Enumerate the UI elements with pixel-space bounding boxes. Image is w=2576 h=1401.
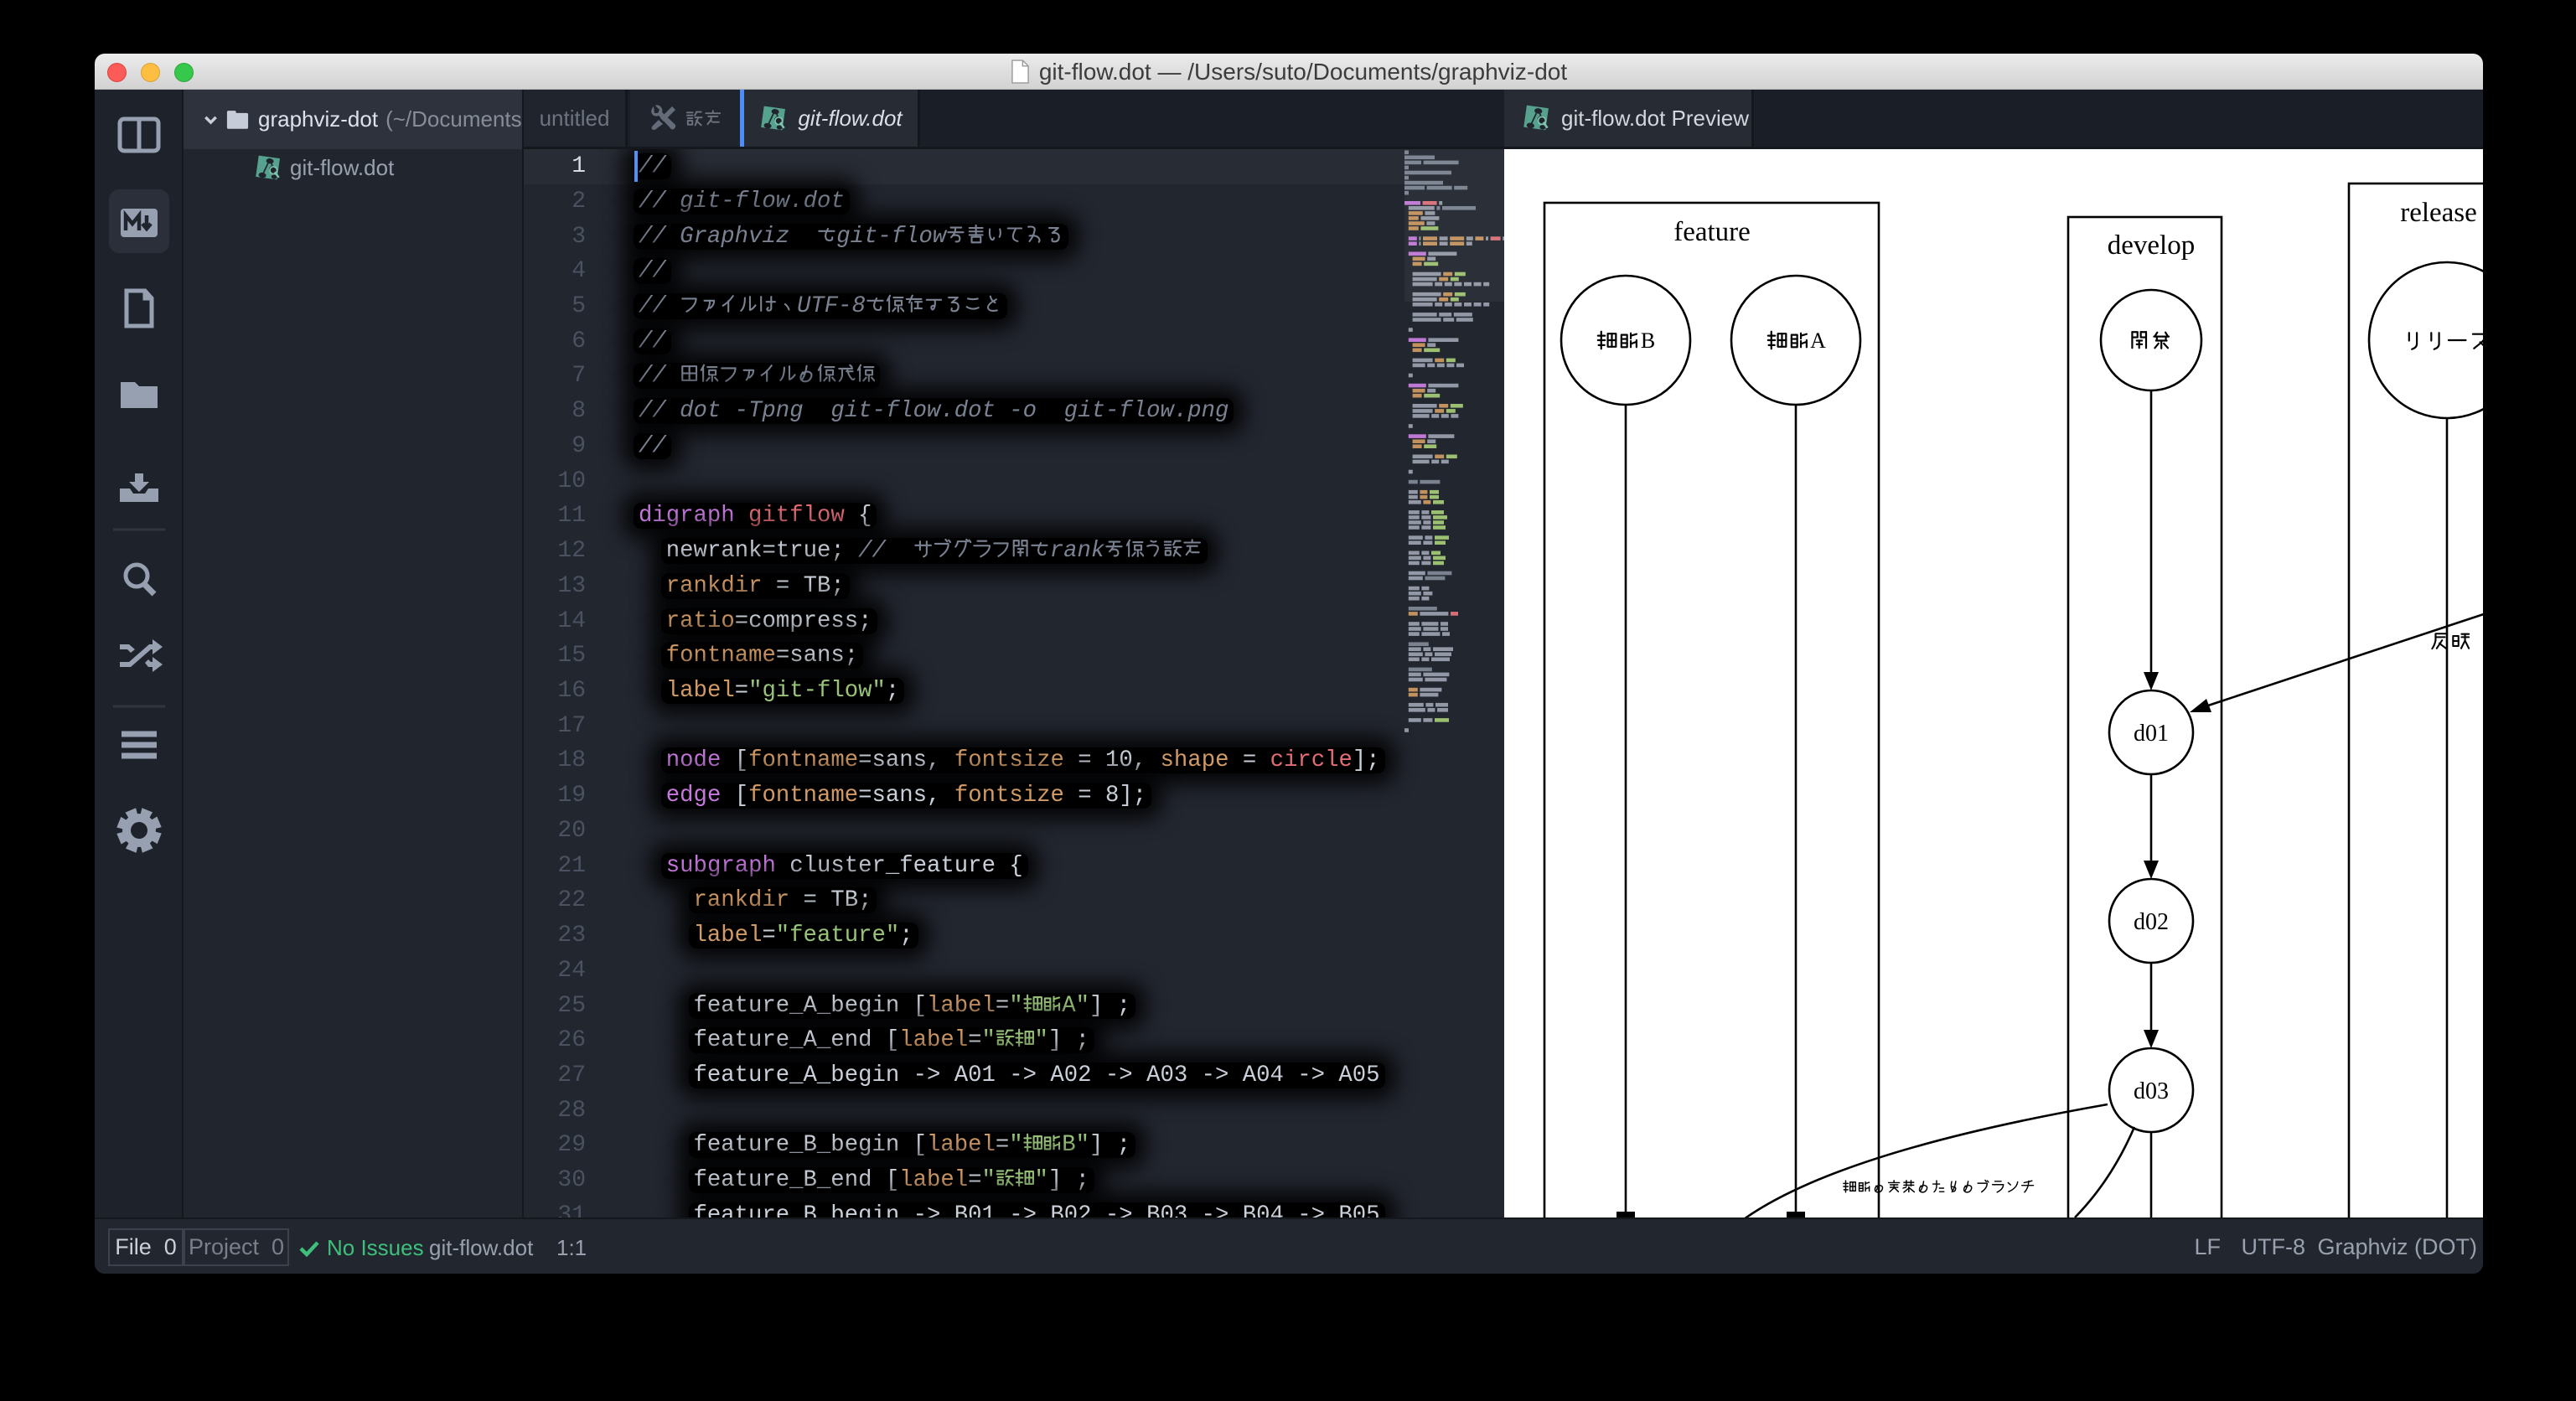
svg-text:d03: d03 xyxy=(2134,1078,2169,1104)
svg-text:feature: feature xyxy=(1673,217,1751,247)
svg-text:release: release xyxy=(2400,198,2477,228)
svg-text:B: B xyxy=(1641,328,1655,353)
svg-text:d02: d02 xyxy=(2134,909,2169,935)
svg-text:d01: d01 xyxy=(2134,721,2169,747)
svg-text:A: A xyxy=(1810,328,1826,353)
svg-text:develop: develop xyxy=(2108,230,2195,261)
